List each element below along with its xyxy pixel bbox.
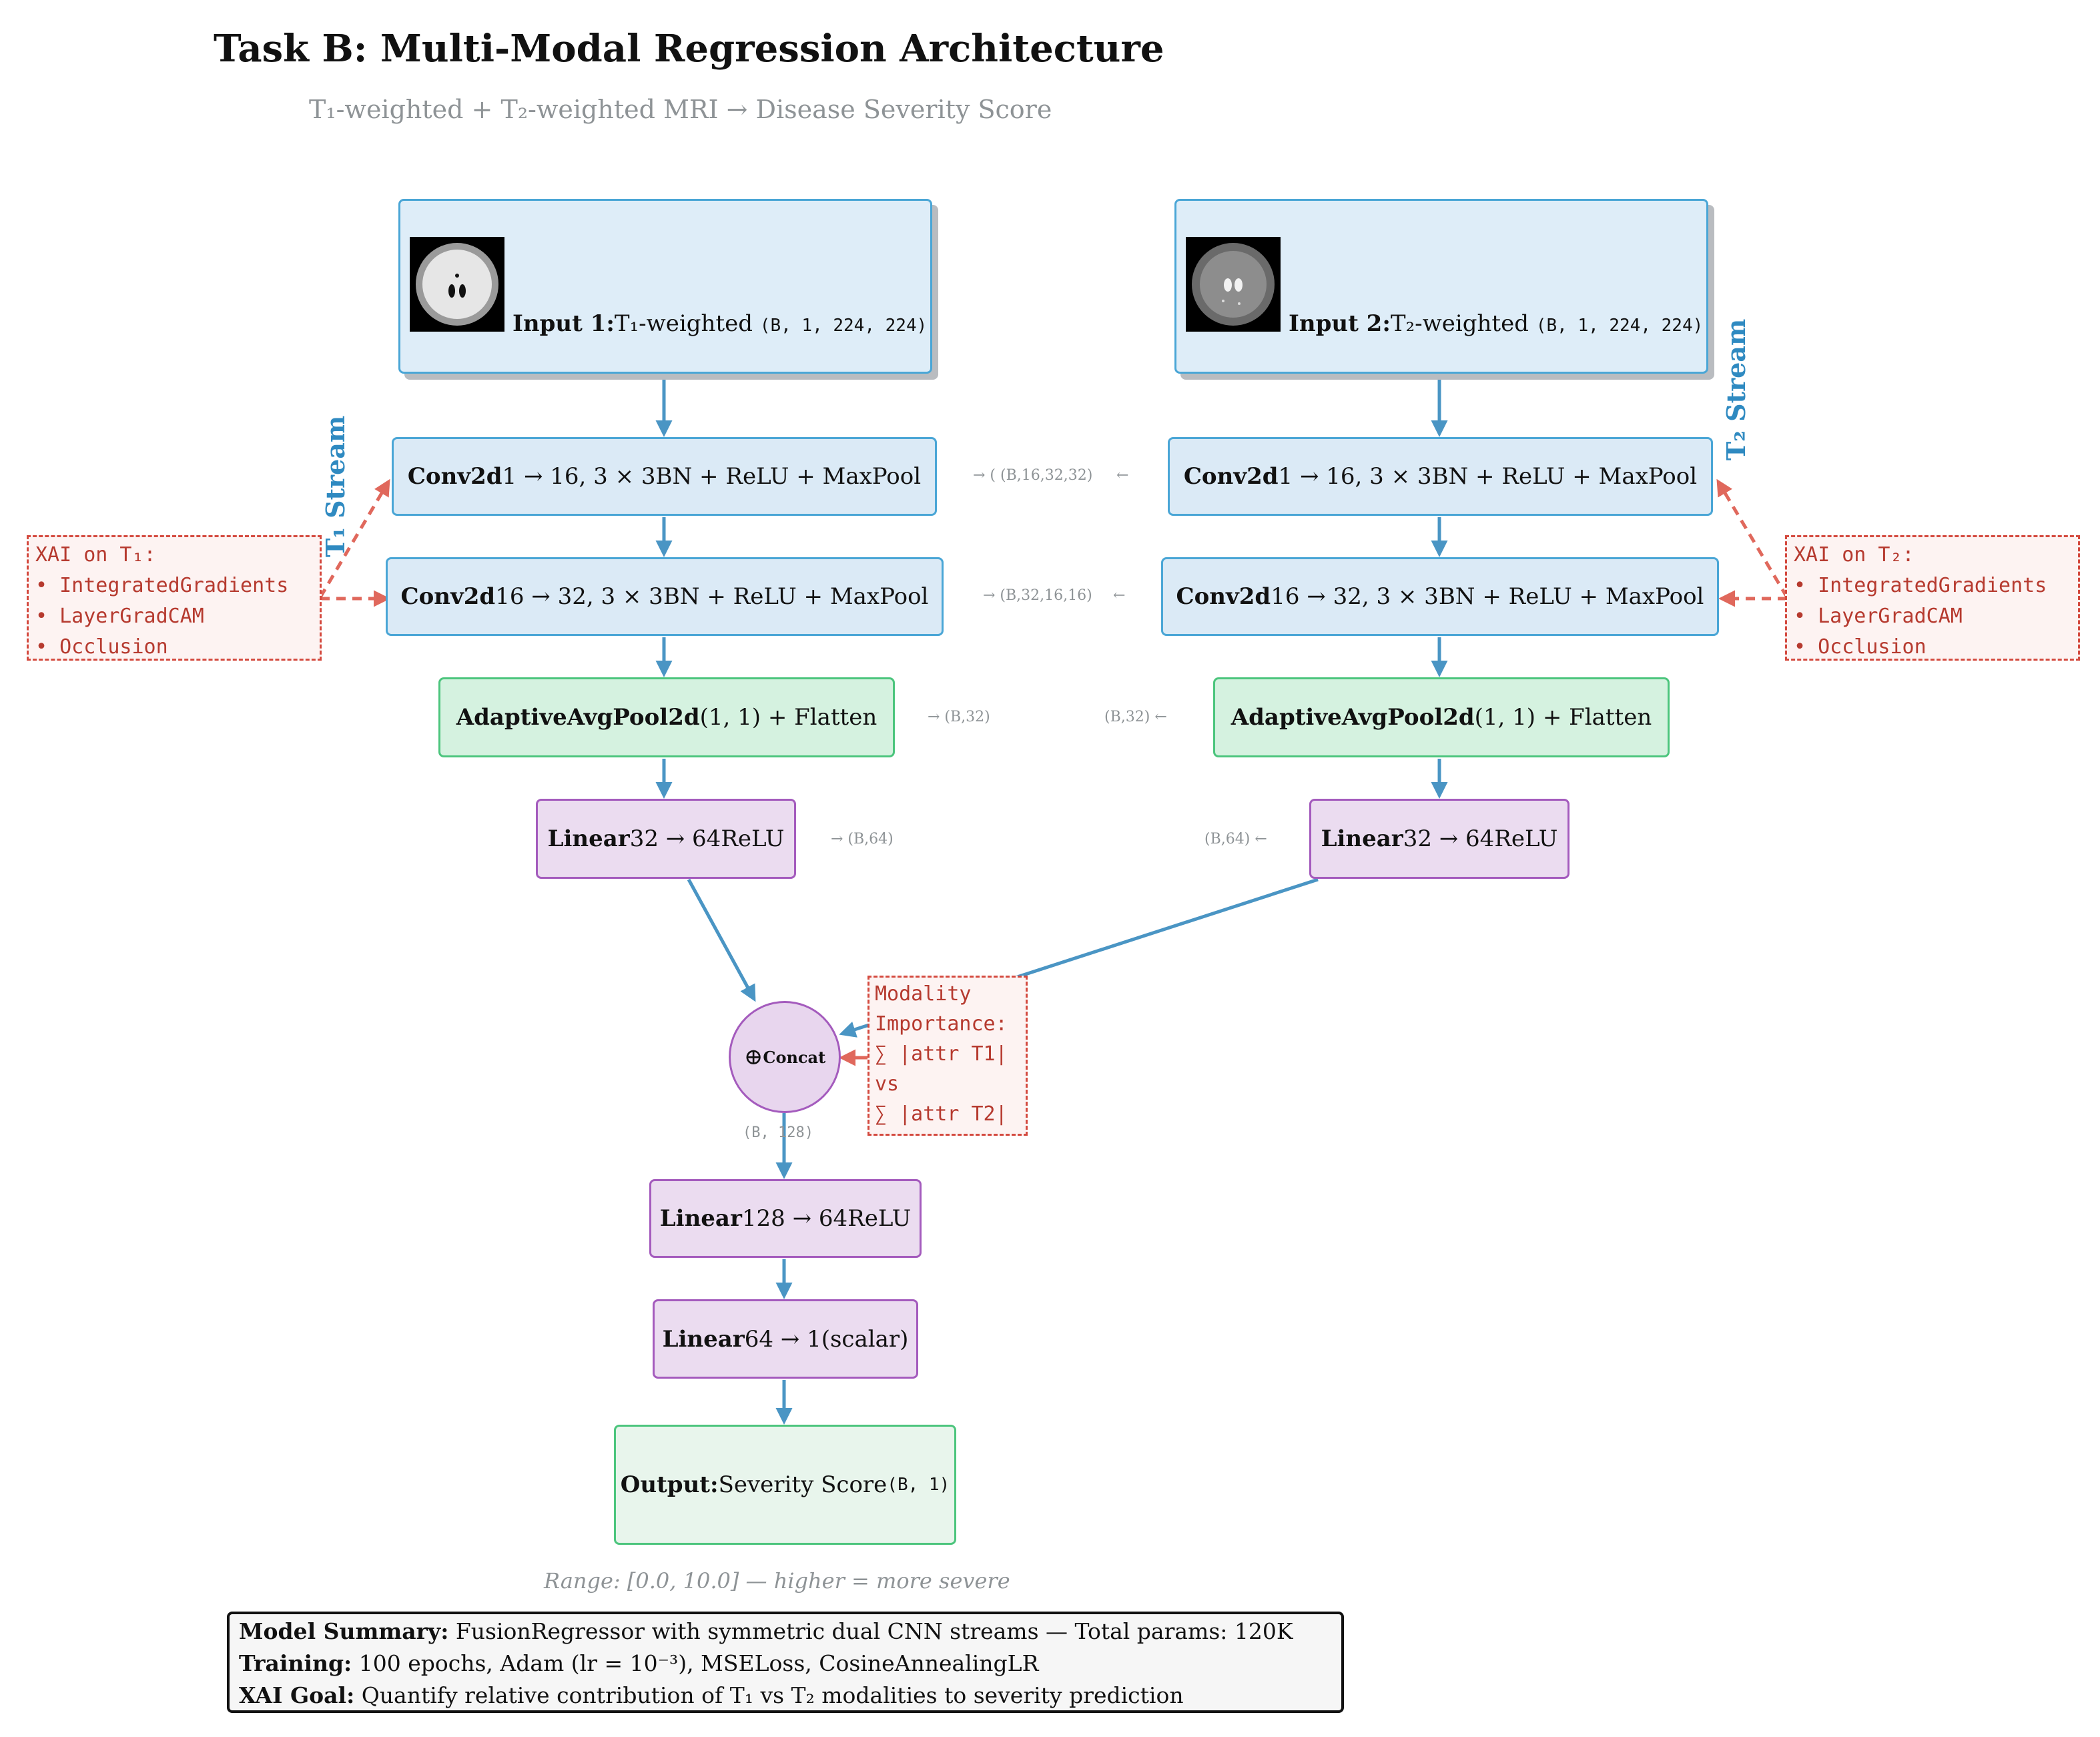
t1-linear-bold: Linear bbox=[547, 825, 630, 852]
xai-t1-title: XAI on T₁: bbox=[35, 543, 156, 567]
t2-pool-node: AdaptiveAvgPool2d(1, 1) + Flatten bbox=[1213, 677, 1670, 757]
t1-conv1-shape: → ( (B,16,32,32) bbox=[973, 467, 1093, 484]
t2-pool-shape: (B,32) ← bbox=[1104, 709, 1167, 725]
diagram-subtitle: T₁-weighted + T₂-weighted MRI → Disease … bbox=[309, 95, 1052, 124]
modality-importance-box: Modality Importance: ∑ |attr T1| vs ∑ |a… bbox=[867, 976, 1028, 1136]
t1-input-node: Input 1:T₁-weighted (B, 1, 224, 224) bbox=[398, 199, 932, 374]
output-bold: Output: bbox=[620, 1471, 719, 1498]
t2-input-node: Input 2:T₂-weighted (B, 1, 224, 224) bbox=[1174, 199, 1708, 374]
importance-line: Modality bbox=[875, 982, 972, 1006]
head-linear2-bold: Linear bbox=[662, 1325, 745, 1353]
t2-pool-bold: AdaptiveAvgPool2d bbox=[1231, 704, 1475, 731]
t1-input-text: T₁-weighted bbox=[614, 310, 753, 337]
head-linear1-bold: Linear bbox=[659, 1205, 742, 1232]
t1-linear-text: 32 → 64ReLU bbox=[629, 825, 785, 852]
output-text: Severity Score bbox=[718, 1471, 888, 1498]
t2-conv2-bold: Conv2d bbox=[1176, 583, 1271, 610]
xai-t2-to-conv1 bbox=[1716, 478, 1789, 599]
t1-brain-icon bbox=[416, 243, 498, 326]
t2-brain-icon bbox=[1192, 243, 1275, 326]
summary-l3-text: Quantify relative contribution of T₁ vs … bbox=[354, 1682, 1184, 1708]
model-summary-box: Model Summary: FusionRegressor with symm… bbox=[227, 1612, 1344, 1713]
t1-linear-shape: → (B,64) bbox=[831, 831, 894, 847]
t1-pool-shape: → (B,32) bbox=[928, 709, 990, 725]
t2-mri-thumbnail bbox=[1186, 237, 1281, 332]
xai-t1-box: XAI on T₁: IntegratedGradients LayerGrad… bbox=[27, 535, 322, 661]
t1-pool-bold: AdaptiveAvgPool2d bbox=[456, 704, 700, 731]
xai-t2-item: Occlusion bbox=[1794, 632, 2071, 663]
output-shape: (B, 1) bbox=[887, 1475, 950, 1495]
xai-t2-item: IntegratedGradients bbox=[1794, 571, 2071, 601]
t1-conv1-text: 1 → 16, 3 × 3BN + ReLU + MaxPool bbox=[502, 463, 922, 490]
xai-t2-title: XAI on T₂: bbox=[1794, 543, 1914, 567]
t2-pool-text: (1, 1) + Flatten bbox=[1474, 704, 1652, 731]
importance-line: Importance: bbox=[875, 1012, 1008, 1036]
concat-label: Concat bbox=[763, 1047, 826, 1067]
t2-conv2-text: 16 → 32, 3 × 3BN + ReLU + MaxPool bbox=[1271, 583, 1704, 610]
t1-pool-text: (1, 1) + Flatten bbox=[699, 704, 878, 731]
t1-conv2-shape: → (B,32,16,16) bbox=[983, 587, 1092, 604]
concat-symbol: ⊕ bbox=[743, 1044, 763, 1070]
t1-input-shape: (B, 1, 224, 224) bbox=[759, 316, 928, 336]
output-range-note: Range: [0.0, 10.0] — higher = more sever… bbox=[544, 1568, 1010, 1594]
t2-conv1-text: 1 → 16, 3 × 3BN + ReLU + MaxPool bbox=[1278, 463, 1698, 490]
xai-t1-to-conv1 bbox=[318, 478, 390, 599]
t2-input-label: Input 2:T₂-weighted (B, 1, 224, 224) bbox=[1289, 310, 1703, 337]
summary-l1-bold: Model Summary: bbox=[239, 1618, 449, 1644]
t2-linear-text: 32 → 64ReLU bbox=[1403, 825, 1558, 852]
t1-input-bold: Input 1: bbox=[512, 310, 615, 337]
t2-conv2-shape: ← bbox=[1113, 587, 1126, 604]
t2-stream-label: T₂ Stream bbox=[1721, 318, 1751, 460]
summary-l2-text: 100 epochs, Adam (lr = 10⁻³), MSELoss, C… bbox=[352, 1650, 1039, 1676]
diagram-title: Task B: Multi-Modal Regression Architect… bbox=[214, 27, 1164, 71]
summary-l1-text: FusionRegressor with symmetric dual CNN … bbox=[448, 1618, 1293, 1644]
t1-conv1-bold: Conv2d bbox=[407, 463, 502, 490]
xai-t1-item: Occlusion bbox=[35, 632, 313, 663]
t1-mri-thumbnail bbox=[410, 237, 504, 332]
concat-node: ⊕Concat bbox=[729, 1001, 841, 1113]
t1-conv2-bold: Conv2d bbox=[400, 583, 496, 610]
concat-out-shape: (B, 128) bbox=[743, 1124, 813, 1141]
t2-conv1-bold: Conv2d bbox=[1183, 463, 1279, 490]
t2-linear-bold: Linear bbox=[1321, 825, 1403, 852]
summary-line-1: Model Summary: FusionRegressor with symm… bbox=[239, 1616, 1332, 1648]
summary-line-2: Training: 100 epochs, Adam (lr = 10⁻³), … bbox=[239, 1648, 1332, 1680]
head-linear1-text: 128 → 64ReLU bbox=[741, 1205, 912, 1232]
t2-conv1-shape: ← bbox=[1116, 467, 1129, 484]
t2-input-text: T₂-weighted bbox=[1390, 310, 1529, 337]
t1-input-label: Input 1:T₁-weighted (B, 1, 224, 224) bbox=[512, 310, 927, 337]
t1-conv2-text: 16 → 32, 3 × 3BN + ReLU + MaxPool bbox=[495, 583, 929, 610]
importance-line: ∑ |attr T2| bbox=[875, 1102, 1008, 1126]
t1-stream-label: T₁ Stream bbox=[320, 415, 350, 557]
output-node: Output:Severity Score(B, 1) bbox=[614, 1425, 956, 1545]
xai-t2-item: LayerGradCAM bbox=[1794, 601, 2071, 632]
t2-input-bold: Input 2: bbox=[1289, 310, 1391, 337]
edge-t1-linear-concat bbox=[687, 878, 756, 1002]
t2-linear-shape: (B,64) ← bbox=[1204, 831, 1267, 847]
xai-t1-item: LayerGradCAM bbox=[35, 601, 313, 632]
importance-line: ∑ |attr T1| bbox=[875, 1042, 1008, 1066]
summary-l3-bold: XAI Goal: bbox=[239, 1682, 355, 1708]
t1-pool-node: AdaptiveAvgPool2d(1, 1) + Flatten bbox=[438, 677, 895, 757]
summary-l2-bold: Training: bbox=[239, 1650, 352, 1676]
importance-line: vs bbox=[875, 1072, 900, 1096]
t2-input-shape: (B, 1, 224, 224) bbox=[1535, 316, 1704, 336]
xai-t1-item: IntegratedGradients bbox=[35, 571, 313, 601]
summary-line-3: XAI Goal: Quantify relative contribution… bbox=[239, 1680, 1332, 1712]
xai-t2-box: XAI on T₂: IntegratedGradients LayerGrad… bbox=[1785, 535, 2080, 661]
head-linear2-text: 64 → 1(scalar) bbox=[744, 1325, 909, 1353]
